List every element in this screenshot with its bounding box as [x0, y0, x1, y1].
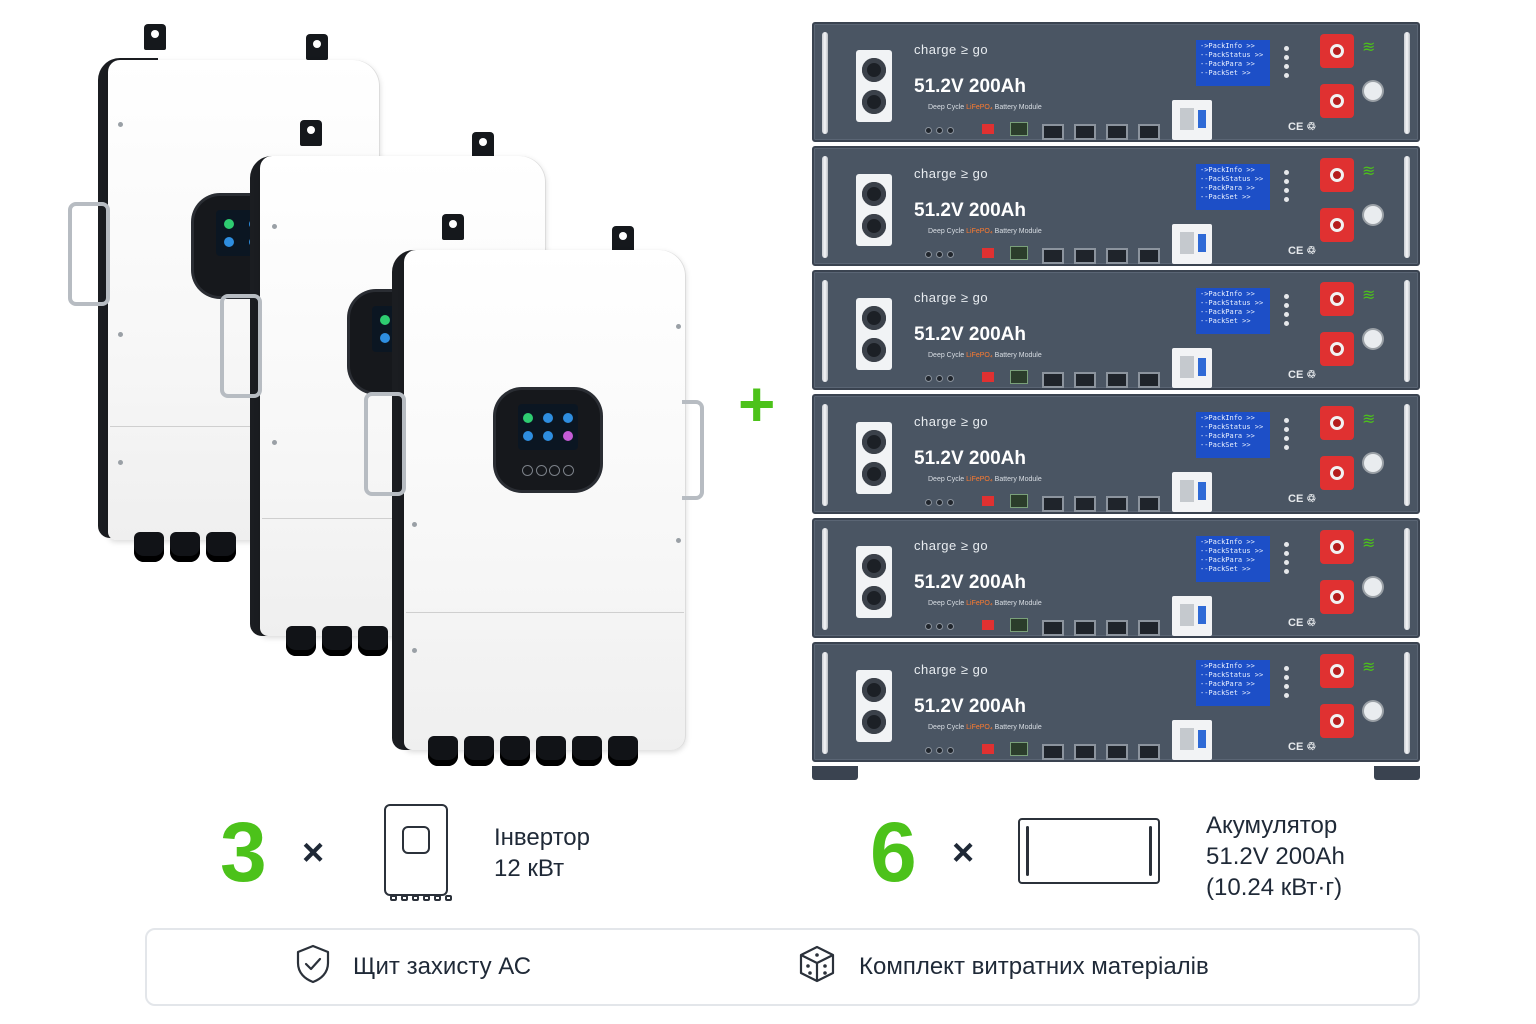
ce-mark: CE ♲ [1288, 245, 1317, 257]
battery-quantity: 6 [870, 805, 917, 899]
module-subtitle: Deep Cycle LiFePO₄ Battery Module [928, 104, 1042, 111]
extra-item-label: Комплект витратних матеріалів [859, 953, 1209, 980]
rj45-ports [1042, 124, 1160, 140]
lcd-menu-screen: ->PackInfo >> --PackStatus >> --PackPara… [1196, 536, 1270, 582]
terminal-negative [1320, 704, 1354, 738]
terminal-positive [1320, 530, 1354, 564]
module-subtitle: Deep Cycle LiFePO₄ Battery Module [928, 476, 1042, 483]
inverter-icon [384, 804, 452, 901]
battery-module-2: charge ≥ go 51.2V 200Ah Deep Cycle LiFeP… [812, 146, 1420, 266]
module-subtitle: Deep Cycle LiFePO₄ Battery Module [928, 228, 1042, 235]
wifi-icon: ≋ [1362, 535, 1376, 552]
battery-stack: charge ≥ go 51.2V 200Ah Deep Cycle LiFeP… [812, 22, 1420, 782]
power-switch [1364, 330, 1382, 348]
power-switch [1364, 702, 1382, 720]
terminal-positive [1320, 34, 1354, 68]
ce-mark: CE ♲ [1288, 741, 1317, 753]
ce-mark: CE ♲ [1288, 493, 1317, 505]
shield-check-icon [295, 944, 331, 991]
breaker-switch [1172, 596, 1212, 636]
terminal-negative [1320, 84, 1354, 118]
module-title: 51.2V 200Ah [914, 324, 1026, 345]
ce-mark: CE ♲ [1288, 369, 1317, 381]
battery-module-3: charge ≥ go 51.2V 200Ah Deep Cycle LiFeP… [812, 270, 1420, 390]
lcd-menu-screen: ->PackInfo >> --PackStatus >> --PackPara… [1196, 164, 1270, 210]
rj45-ports [1042, 496, 1160, 512]
ce-mark: CE ♲ [1288, 121, 1317, 133]
terminal-negative [1320, 208, 1354, 242]
breaker-switch [1172, 720, 1212, 760]
terminal-negative [1320, 456, 1354, 490]
lcd-menu-screen: ->PackInfo >> --PackStatus >> --PackPara… [1196, 288, 1270, 334]
breaker-switch [1172, 348, 1212, 388]
breaker-switch [1172, 224, 1212, 264]
extra-item-label: Щит захисту АС [353, 953, 532, 980]
battery-multiply-sign: × [952, 832, 975, 874]
rj45-ports [1042, 372, 1160, 388]
brand-logo: charge ≥ go [914, 414, 989, 429]
brand-logo: charge ≥ go [914, 538, 989, 553]
rj45-ports [1042, 248, 1160, 264]
connector-port [856, 298, 892, 370]
connector-port [856, 174, 892, 246]
power-switch [1364, 454, 1382, 472]
module-title: 51.2V 200Ah [914, 200, 1026, 221]
wifi-icon: ≋ [1362, 659, 1376, 676]
brand-logo: charge ≥ go [914, 662, 989, 677]
extra-item-ac-protection: Щит захисту АС [295, 930, 531, 1004]
module-title: 51.2V 200Ah [914, 572, 1026, 593]
terminal-negative [1320, 580, 1354, 614]
inverter-label: Інвертор 12 кВт [494, 824, 590, 882]
breaker-switch [1172, 100, 1212, 140]
battery-label: Акумулятор 51.2V 200Ah (10.24 кВт·г) [1206, 812, 1345, 901]
module-title: 51.2V 200Ah [914, 448, 1026, 469]
module-subtitle: Deep Cycle LiFePO₄ Battery Module [928, 724, 1042, 731]
plus-sign: + [738, 368, 776, 440]
wifi-icon: ≋ [1362, 39, 1376, 56]
terminal-positive [1320, 282, 1354, 316]
connector-port [856, 670, 892, 742]
terminal-positive [1320, 654, 1354, 688]
module-title: 51.2V 200Ah [914, 696, 1026, 717]
battery-icon [1018, 818, 1160, 884]
extra-item-consumables-kit: Комплект витратних матеріалів [797, 930, 1209, 1004]
rj45-ports [1042, 744, 1160, 760]
brand-logo: charge ≥ go [914, 290, 989, 305]
wifi-icon: ≋ [1362, 287, 1376, 304]
battery-module-6: charge ≥ go 51.2V 200Ah Deep Cycle LiFeP… [812, 642, 1420, 762]
connector-port [856, 422, 892, 494]
module-subtitle: Deep Cycle LiFePO₄ Battery Module [928, 600, 1042, 607]
inverter-quantity: 3 [220, 805, 267, 899]
terminal-negative [1320, 332, 1354, 366]
power-switch [1364, 82, 1382, 100]
inverter-front [360, 214, 706, 774]
lcd-menu-screen: ->PackInfo >> --PackStatus >> --PackPara… [1196, 660, 1270, 706]
battery-module-5: charge ≥ go 51.2V 200Ah Deep Cycle LiFeP… [812, 518, 1420, 638]
inverter-multiply-sign: × [302, 832, 325, 874]
battery-module-4: charge ≥ go 51.2V 200Ah Deep Cycle LiFeP… [812, 394, 1420, 514]
breaker-switch [1172, 472, 1212, 512]
inverter-front-display [496, 390, 600, 490]
power-switch [1364, 578, 1382, 596]
battery-module-1: charge ≥ go 51.2V 200Ah Deep Cycle LiFeP… [812, 22, 1420, 142]
lcd-menu-screen: ->PackInfo >> --PackStatus >> --PackPara… [1196, 40, 1270, 86]
brand-logo: charge ≥ go [914, 166, 989, 181]
extras-bar: Щит захисту АС Комплект витратних матері… [145, 928, 1420, 1006]
lcd-menu-screen: ->PackInfo >> --PackStatus >> --PackPara… [1196, 412, 1270, 458]
rj45-ports [1042, 620, 1160, 636]
ce-mark: CE ♲ [1288, 617, 1317, 629]
connector-port [856, 50, 892, 122]
box-icon [797, 944, 837, 991]
power-switch [1364, 206, 1382, 224]
module-title: 51.2V 200Ah [914, 76, 1026, 97]
brand-logo: charge ≥ go [914, 42, 989, 57]
terminal-positive [1320, 158, 1354, 192]
module-subtitle: Deep Cycle LiFePO₄ Battery Module [928, 352, 1042, 359]
wifi-icon: ≋ [1362, 163, 1376, 180]
terminal-positive [1320, 406, 1354, 440]
wifi-icon: ≋ [1362, 411, 1376, 428]
connector-port [856, 546, 892, 618]
